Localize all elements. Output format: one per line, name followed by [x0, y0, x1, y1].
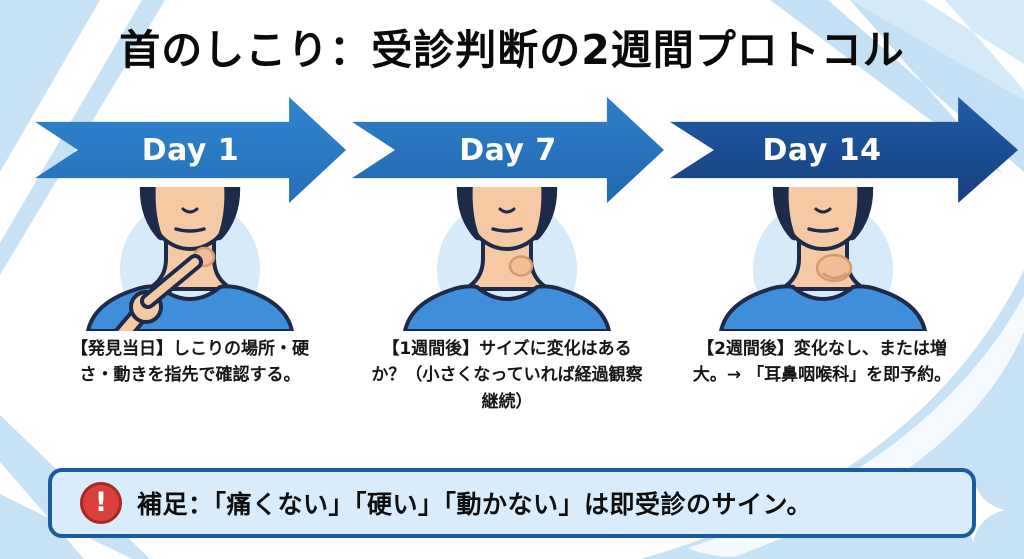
- hair-left: [456, 187, 480, 241]
- shirt: [719, 284, 927, 331]
- hair-right: [534, 187, 558, 241]
- caption-day14: 【2週間後】変化なし、または増大。→ 「耳鼻咽喉科」を即予約。: [692, 339, 952, 386]
- face: [467, 187, 547, 251]
- mouth: [174, 227, 206, 233]
- nose: [814, 207, 832, 214]
- face: [150, 187, 230, 251]
- page-title: 首のしこり：受診判断の2週間プロトコル: [119, 26, 905, 74]
- day7-label: Day 7: [459, 132, 557, 168]
- alert-exclamation-icon: !: [80, 482, 122, 524]
- mouth: [491, 227, 523, 233]
- day1-label: Day 1: [141, 132, 240, 168]
- hair-right: [850, 187, 874, 241]
- illustration-day14-person-enlarged-lump-icon: [719, 187, 927, 331]
- hair-left: [772, 187, 796, 241]
- day14-label: Day 14: [762, 132, 882, 168]
- mouth: [807, 227, 839, 233]
- nose: [498, 207, 516, 214]
- shirt: [403, 284, 611, 331]
- illustration-day7-person-small-lump-icon: [403, 187, 611, 331]
- alert-glyph: !: [94, 486, 108, 518]
- hair-right: [217, 187, 241, 241]
- hair-left: [139, 187, 163, 241]
- caption-day1: 【発見当日】しこりの場所・硬さ・動きを指先で確認する。: [71, 339, 309, 386]
- illustration-day1-person-checking-lump-icon: [86, 187, 294, 331]
- face: [783, 187, 863, 251]
- nose: [181, 207, 199, 214]
- footer-note-box: ! 補足：「痛くない」「硬い」「動かない」は即受診のサイン。: [48, 468, 976, 538]
- caption-day7: 【1週間後】サイズに変化はあるか？（小さくなっていれば経過観察継続）: [371, 339, 643, 412]
- neck-lump: [508, 255, 534, 277]
- footer-note-text: 補足：「痛くない」「硬い」「動かない」は即受診のサイン。: [137, 490, 813, 519]
